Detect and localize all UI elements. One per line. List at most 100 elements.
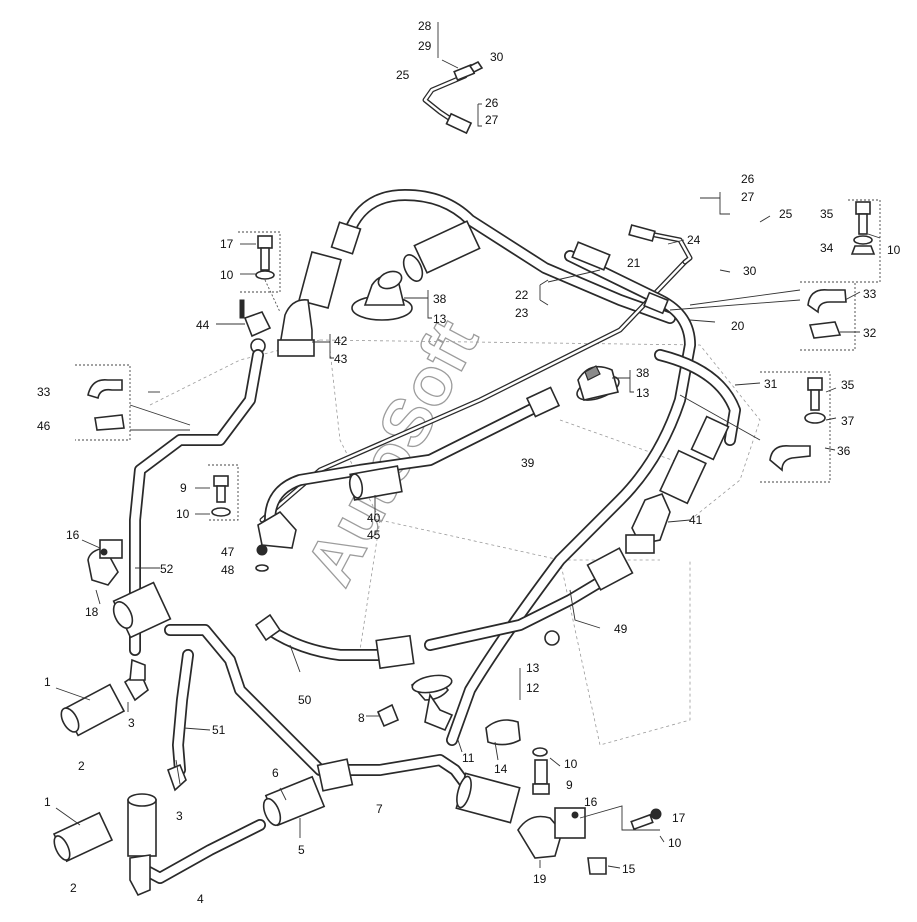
callout-40: 40	[367, 511, 381, 525]
callout-5: 5	[298, 843, 305, 857]
callout-9: 9	[566, 778, 573, 792]
clamp-kit-right	[669, 281, 856, 351]
callout-31: 31	[764, 377, 778, 391]
callout-42: 42	[334, 334, 348, 348]
callout-21: 21	[627, 256, 641, 270]
callout-43: 43	[334, 352, 348, 366]
callout-9: 9	[180, 481, 187, 495]
bolt-kit-9-right	[532, 747, 561, 795]
outlet-elbow-19-group	[455, 772, 662, 875]
callout-35: 35	[841, 378, 855, 392]
callout-16: 16	[66, 528, 80, 542]
drain-valve-44	[216, 299, 272, 354]
callout-18: 18	[85, 605, 99, 619]
engine-outline	[149, 339, 761, 746]
outlet-elbow-47	[255, 510, 297, 572]
callout-28: 28	[418, 19, 432, 33]
right-return-pipe-31	[654, 349, 761, 505]
thermostat-housing-mid	[576, 365, 634, 401]
pipe-50	[254, 613, 415, 673]
callout-30: 30	[743, 264, 757, 278]
callout-13: 13	[526, 661, 540, 675]
callout-25: 25	[396, 68, 410, 82]
hose-51	[166, 649, 211, 792]
callout-3: 3	[128, 716, 135, 730]
callout-44: 44	[196, 318, 210, 332]
main-lower-pipe-7	[164, 624, 476, 796]
callout-52: 52	[160, 562, 174, 576]
callout-25: 25	[779, 207, 793, 221]
callout-15: 15	[622, 862, 636, 876]
callout-38: 38	[636, 366, 650, 380]
breather-hose-assembly-top	[422, 22, 484, 135]
callout-10: 10	[668, 836, 682, 850]
callout-36: 36	[837, 444, 851, 458]
bolt-kit-35-top	[848, 199, 881, 283]
callout-49: 49	[614, 622, 628, 636]
hose-fitting-set-upper	[55, 581, 172, 737]
center-pipe-39	[264, 386, 561, 526]
elbow-flange-16	[81, 539, 123, 605]
callout-33: 33	[863, 287, 877, 301]
callout-27: 27	[485, 113, 499, 127]
callout-39: 39	[521, 456, 535, 470]
callout-13: 13	[433, 312, 447, 326]
callout-37: 37	[841, 414, 855, 428]
callout-22: 22	[515, 288, 529, 302]
inlet-flange-42	[277, 298, 334, 359]
callout-27: 27	[741, 190, 755, 204]
thermostat-housing-upper	[351, 270, 432, 321]
callout-17: 17	[672, 811, 686, 825]
callout-7: 7	[376, 802, 383, 816]
callout-1: 1	[44, 795, 51, 809]
bolt-kit-17	[238, 231, 281, 313]
outlet-elbow-41	[625, 492, 691, 554]
callout-4: 4	[197, 892, 204, 906]
callout-51: 51	[212, 723, 226, 737]
callout-50: 50	[298, 693, 312, 707]
callout-13: 13	[636, 386, 650, 400]
coupling-6-5	[262, 775, 326, 838]
callout-10: 10	[564, 757, 578, 771]
bolt-kit-35-36	[679, 371, 831, 483]
callout-6: 6	[272, 766, 279, 780]
callout-29: 29	[418, 39, 432, 53]
callout-48: 48	[221, 563, 235, 577]
callout-46: 46	[37, 419, 51, 433]
callout-14: 14	[494, 762, 508, 776]
callout-16: 16	[584, 795, 598, 809]
callout-17: 17	[220, 237, 234, 251]
callout-labels: 28 29 30 25 26 27 26 27 25 24 30 21 22 2…	[37, 19, 901, 906]
callout-24: 24	[687, 233, 701, 247]
callout-38: 38	[433, 292, 447, 306]
water-pump-inlet-group	[366, 668, 521, 761]
callout-26: 26	[485, 96, 499, 110]
lower-pipe-49	[424, 547, 634, 651]
callout-30: 30	[490, 50, 504, 64]
callout-3: 3	[176, 809, 183, 823]
callout-20: 20	[731, 319, 745, 333]
callout-33: 33	[37, 385, 51, 399]
callout-11: 11	[462, 751, 475, 765]
callout-10: 10	[887, 243, 901, 257]
callout-19: 19	[533, 872, 547, 886]
long-bypass-tube	[259, 224, 693, 523]
callout-2: 2	[78, 759, 85, 773]
callout-23: 23	[515, 306, 529, 320]
callout-34: 34	[820, 241, 834, 255]
callout-10: 10	[220, 268, 234, 282]
leader-lines	[148, 192, 881, 869]
upper-coolant-pipe	[298, 189, 676, 324]
hose-fitting-set-lower	[52, 793, 266, 897]
callout-10: 10	[176, 507, 190, 521]
callout-26: 26	[741, 172, 755, 186]
callout-41: 41	[689, 513, 703, 527]
watermark: AutoSoft	[291, 308, 493, 597]
callout-35: 35	[820, 207, 834, 221]
right-heater-pipe	[446, 241, 716, 746]
callout-1: 1	[44, 675, 51, 689]
clamp-kit-left	[75, 364, 191, 441]
bolt-kit-9-left	[208, 464, 239, 521]
callout-8: 8	[358, 711, 365, 725]
